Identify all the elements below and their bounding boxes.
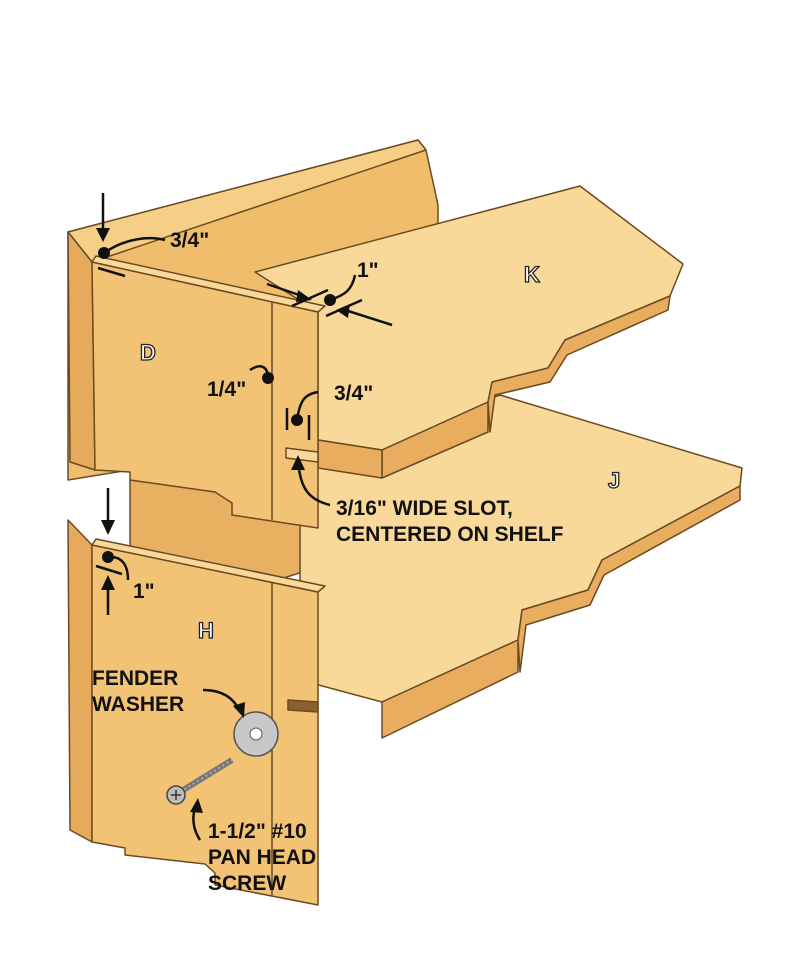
dim-slot-width: 3/4" — [334, 382, 373, 405]
washer-callout-line1: FENDER — [92, 667, 178, 690]
pan-head-screw — [166, 757, 234, 805]
part-label-j: J — [608, 468, 620, 493]
dim-groove: 1/4" — [207, 378, 246, 401]
dim-top-edge: 3/4" — [170, 229, 209, 252]
dimension-marks — [95, 193, 393, 841]
screw-callout-line3: SCREW — [208, 872, 286, 895]
dim-shelf-inset: 1" — [357, 259, 379, 282]
fender-washer — [233, 711, 279, 757]
part-label-h: H — [198, 618, 214, 643]
screw-callout-line1: 1-1/2" #10 — [208, 820, 307, 843]
washer-callout-line2: WASHER — [92, 693, 184, 716]
dim-lower-inset: 1" — [133, 580, 155, 603]
panel-h — [67, 519, 326, 906]
screw-callout-line2: PAN HEAD — [208, 846, 316, 869]
part-label-k: K — [524, 262, 540, 287]
shelf-k — [254, 185, 684, 479]
slot-callout-line2: CENTERED ON SHELF — [336, 523, 564, 546]
panel-d — [67, 231, 326, 529]
slot-callout-line1: 3/16" WIDE SLOT, — [336, 497, 513, 520]
shelf-j — [299, 394, 743, 739]
part-label-d: D — [140, 340, 156, 365]
